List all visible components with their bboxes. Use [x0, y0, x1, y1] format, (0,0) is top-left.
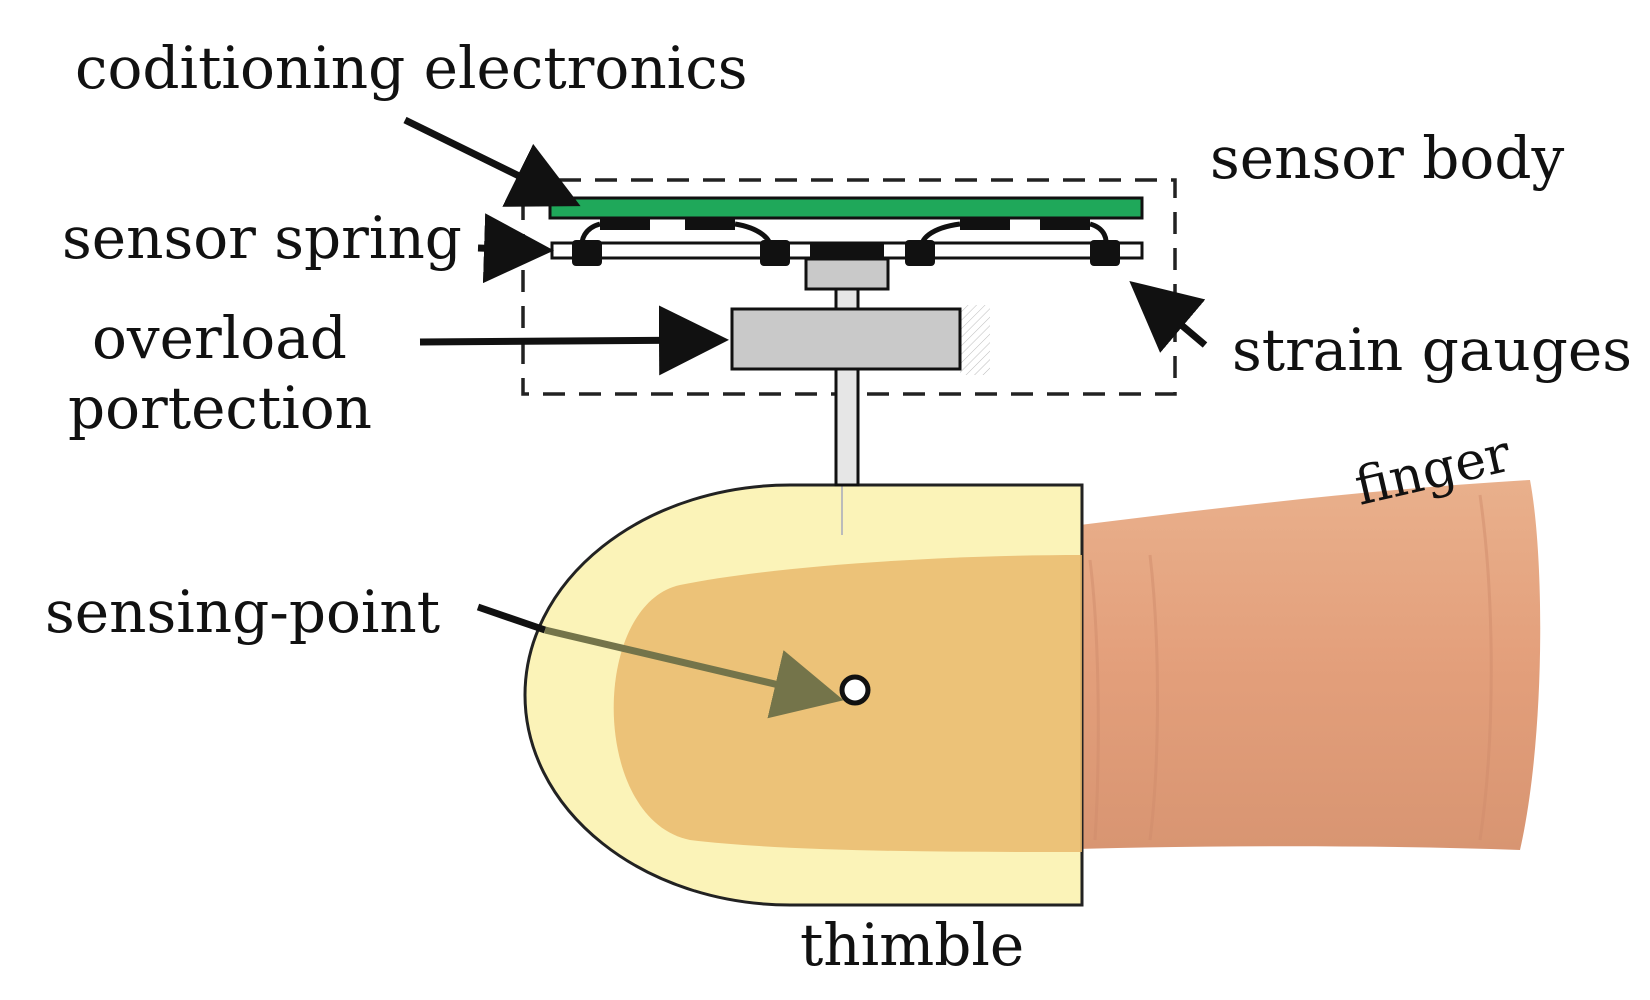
label-overload-line2: portection [68, 374, 372, 442]
label-conditioning-electronics: coditioning electronics [75, 34, 747, 102]
hub-block [804, 257, 890, 291]
strain-gauges-arrow [1129, 280, 1208, 353]
sensing-point-arrow [544, 626, 844, 719]
label-sensing-point: sensing-point [45, 578, 440, 646]
conditioning-electronics-board [548, 196, 1144, 220]
overload-hatch [960, 305, 990, 375]
finger-body [1040, 480, 1541, 850]
electronics-arrow [403, 116, 581, 207]
overload-protection-block [730, 307, 962, 371]
sensing-point-arrow-tail [476, 603, 547, 634]
label-sensor-body: sensor body [1210, 124, 1564, 192]
annotation-arrows [403, 116, 1208, 719]
stem-lower [834, 367, 860, 487]
stem-upper [834, 287, 860, 311]
overload-arrow [419, 305, 729, 376]
label-thimble: thimble [800, 911, 1024, 979]
sensing-point-marker [839, 674, 871, 706]
strain-gauges [572, 240, 1120, 266]
label-strain-gauges: strain gauges [1232, 316, 1632, 384]
label-overload-line1: overload [92, 304, 347, 372]
label-sensor-spring: sensor spring [62, 204, 462, 272]
finger-crease [1088, 494, 1493, 841]
spring-arrow [477, 213, 554, 284]
finger [1040, 480, 1541, 850]
board-components [600, 218, 1090, 230]
spring-hub [810, 243, 884, 259]
